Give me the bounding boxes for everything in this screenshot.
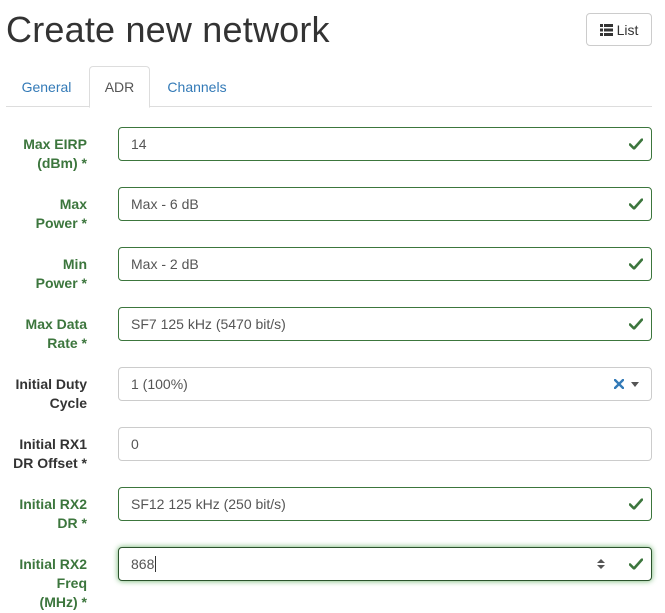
spinner-down-icon[interactable] [597, 565, 605, 569]
max-eirp-label: Max EIRP (dBm) * [23, 136, 87, 171]
text-cursor [155, 556, 157, 572]
check-icon [629, 318, 643, 330]
initial-rx2-freq-input[interactable]: 868 [118, 547, 652, 581]
max-power-label: Max Power * [35, 196, 87, 231]
initial-rx2-dr-label: Initial RX2 DR * [19, 496, 87, 531]
initial-duty-cycle-label: Initial Duty Cycle [15, 376, 87, 411]
check-icon [629, 498, 643, 510]
initial-rx1-dr-offset-label: Initial RX1 DR Offset * [13, 436, 87, 471]
number-spinner[interactable] [597, 559, 605, 569]
initial-rx2-dr-select[interactable]: SF12 125 kHz (250 bit/s) [118, 487, 652, 521]
page-title: Create new network [6, 9, 330, 50]
initial-rx2-freq-label: Initial RX2 Freq (MHz) * [19, 556, 87, 610]
initial-rx1-dr-offset-input[interactable]: 0 [118, 427, 652, 461]
check-icon [629, 558, 643, 570]
min-power-label: Min Power * [35, 256, 87, 291]
max-data-rate-label: Max Data Rate * [25, 316, 87, 351]
chevron-down-icon[interactable] [631, 382, 639, 387]
tab-bar: General ADR Channels [6, 66, 652, 108]
max-power-input[interactable]: Max - 6 dB [118, 187, 652, 221]
max-data-rate-select[interactable]: SF7 125 kHz (5470 bit/s) [118, 307, 652, 341]
tab-general[interactable]: General [21, 78, 72, 95]
list-icon [599, 23, 613, 36]
max-eirp-input[interactable]: 14 [118, 127, 652, 161]
check-icon [629, 138, 643, 150]
list-button-label: List [616, 21, 639, 38]
tab-channels[interactable]: Channels [167, 78, 227, 95]
check-icon [629, 198, 643, 210]
tab-adr[interactable]: ADR [89, 66, 150, 108]
spinner-up-icon[interactable] [597, 559, 605, 563]
list-button[interactable]: List [586, 13, 652, 46]
initial-duty-cycle-select[interactable]: 1 (100%) [118, 367, 652, 401]
min-power-input[interactable]: Max - 2 dB [118, 247, 652, 281]
check-icon [629, 258, 643, 270]
clear-icon[interactable] [614, 379, 624, 389]
